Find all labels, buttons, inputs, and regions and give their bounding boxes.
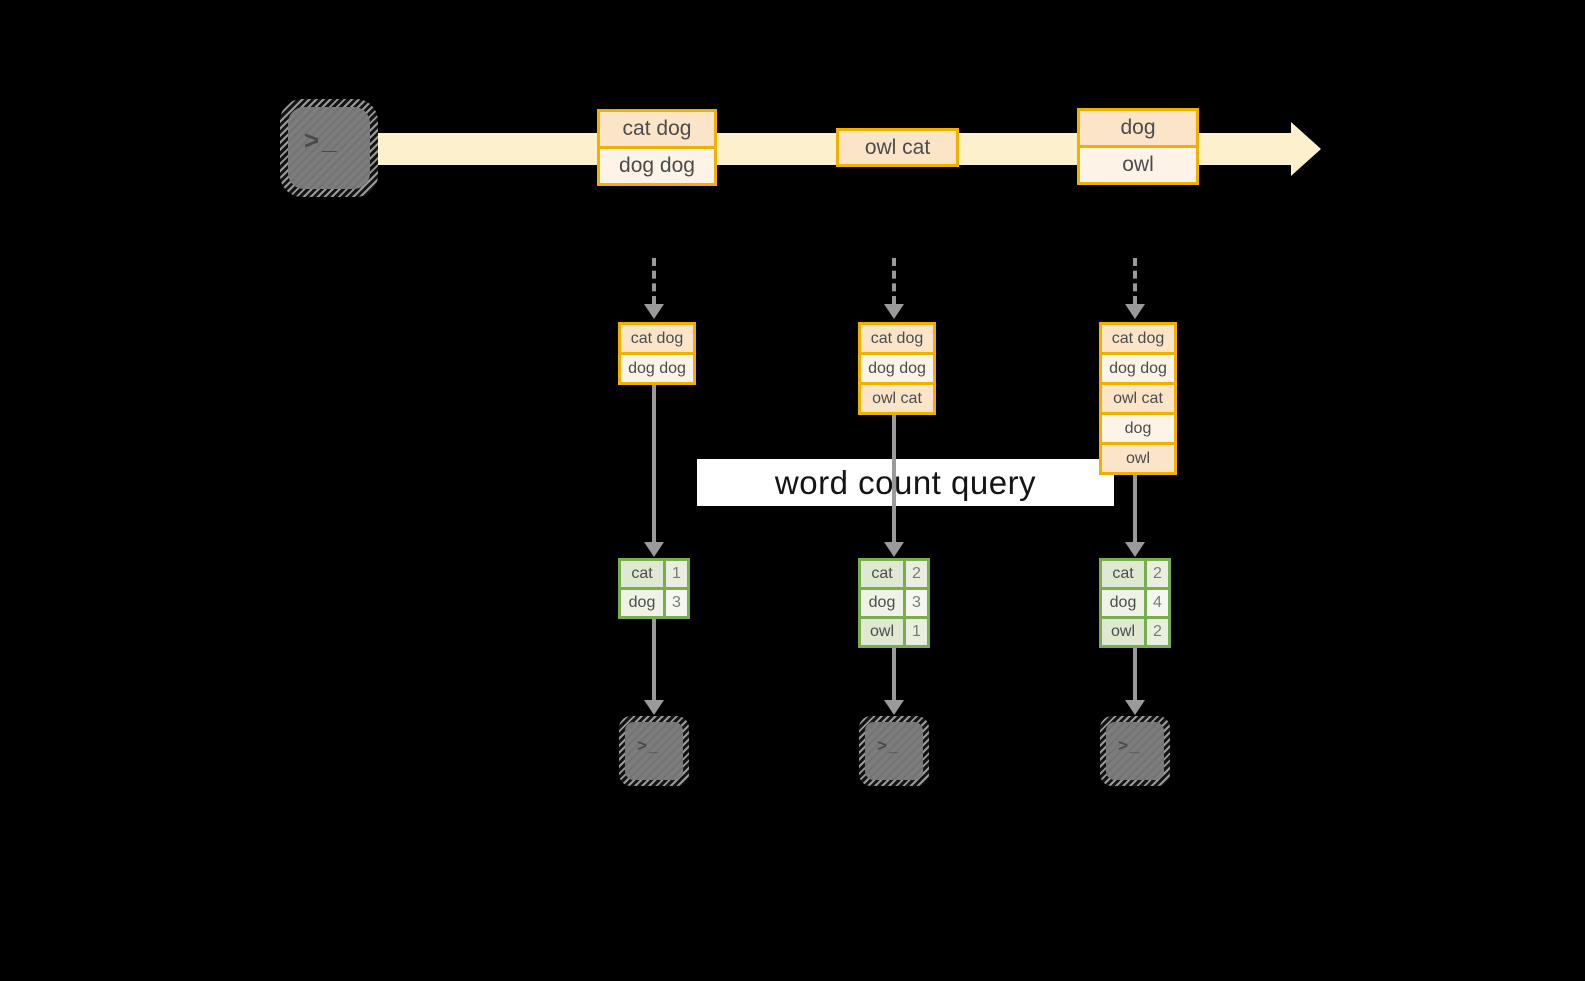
arrowhead-icon <box>644 304 664 319</box>
terminal-sink-icon-1: >_ <box>619 716 689 786</box>
count-value: 1 <box>666 561 687 587</box>
dashed-arrow-1 <box>644 258 664 319</box>
count-word: cat <box>621 561 663 587</box>
count-word: cat <box>861 561 903 587</box>
query-label: word count query <box>774 463 1037 501</box>
terminal-sink-icon-2: >_ <box>859 716 929 786</box>
dashed-arrow-line <box>652 258 656 304</box>
count-value: 2 <box>1147 561 1168 587</box>
arrowhead-icon <box>1125 700 1145 715</box>
stream-event-box-1: cat dog dog dog <box>597 109 717 186</box>
count-word: owl <box>861 619 903 645</box>
stream-event-box-2: owl cat <box>836 128 959 167</box>
count-word: dog <box>861 590 903 616</box>
arrowhead-icon <box>884 542 904 557</box>
arrowhead-icon <box>1125 542 1145 557</box>
sink-arrow-3 <box>1125 648 1145 715</box>
terminal-source-icon: >_ <box>280 99 378 197</box>
arrow-line <box>1133 475 1137 542</box>
dashed-arrow-3 <box>1125 258 1145 319</box>
terminal-source-body: >_ <box>288 107 370 189</box>
log-cell: cat dog <box>621 325 693 352</box>
arrowhead-icon <box>1125 304 1145 319</box>
log-cell: cat dog <box>1102 325 1174 352</box>
arrow-line <box>892 648 896 700</box>
stream-event-cell: owl <box>1080 148 1196 182</box>
count-value: 1 <box>906 619 927 645</box>
count-table-1: cat 1 dog 3 <box>618 558 690 619</box>
count-word: cat <box>1102 561 1144 587</box>
log-cell: cat dog <box>861 325 933 352</box>
log-stack-2: cat dog dog dog owl cat <box>858 322 936 415</box>
terminal-sink-body: >_ <box>1106 722 1164 780</box>
sink-arrow-2 <box>884 648 904 715</box>
query-arrow-3 <box>1125 475 1145 557</box>
stream-event-cell: cat dog <box>600 112 714 146</box>
arrowhead-icon <box>644 700 664 715</box>
query-arrow-1 <box>644 385 664 557</box>
dashed-arrow-2 <box>884 258 904 319</box>
log-cell: dog dog <box>861 355 933 382</box>
terminal-sink-icon-3: >_ <box>1100 716 1170 786</box>
stream-event-cell: dog dog <box>600 149 714 183</box>
log-stack-3: cat dog dog dog owl cat dog owl <box>1099 322 1177 475</box>
log-stack-1: cat dog dog dog <box>618 322 696 385</box>
count-value: 2 <box>906 561 927 587</box>
stream-arrowhead-icon <box>1291 122 1321 176</box>
count-table-3: cat 2 dog 4 owl 2 <box>1099 558 1171 648</box>
arrowhead-icon <box>884 304 904 319</box>
arrow-line <box>892 415 896 542</box>
stream-event-box-3: dog owl <box>1077 108 1199 185</box>
sink-arrow-1 <box>644 619 664 715</box>
count-word: dog <box>621 590 663 616</box>
terminal-prompt-glyph: >_ <box>304 125 340 155</box>
log-cell: dog dog <box>621 355 693 382</box>
stream-event-cell: owl cat <box>839 131 956 164</box>
log-cell: dog <box>1102 415 1174 442</box>
arrowhead-icon <box>884 700 904 715</box>
query-label-box: word count query <box>697 459 1114 506</box>
arrowhead-icon <box>644 542 664 557</box>
log-cell: owl cat <box>861 385 933 412</box>
count-value: 2 <box>1147 619 1168 645</box>
terminal-sink-body: >_ <box>865 722 923 780</box>
terminal-prompt-glyph: >_ <box>877 736 901 755</box>
dashed-arrow-line <box>1133 258 1137 304</box>
arrow-line <box>1133 648 1137 700</box>
arrow-line <box>652 619 656 700</box>
count-value: 3 <box>906 590 927 616</box>
log-cell: dog dog <box>1102 355 1174 382</box>
log-cell: owl cat <box>1102 385 1174 412</box>
dashed-arrow-line <box>892 258 896 304</box>
count-table-2: cat 2 dog 3 owl 1 <box>858 558 930 648</box>
count-word: dog <box>1102 590 1144 616</box>
arrow-line <box>652 385 656 542</box>
stream-event-cell: dog <box>1080 111 1196 145</box>
count-word: owl <box>1102 619 1144 645</box>
terminal-sink-body: >_ <box>625 722 683 780</box>
terminal-prompt-glyph: >_ <box>637 736 661 755</box>
log-cell: owl <box>1102 445 1174 472</box>
terminal-prompt-glyph: >_ <box>1118 736 1142 755</box>
count-value: 4 <box>1147 590 1168 616</box>
query-arrow-2 <box>884 415 904 557</box>
count-value: 3 <box>666 590 687 616</box>
